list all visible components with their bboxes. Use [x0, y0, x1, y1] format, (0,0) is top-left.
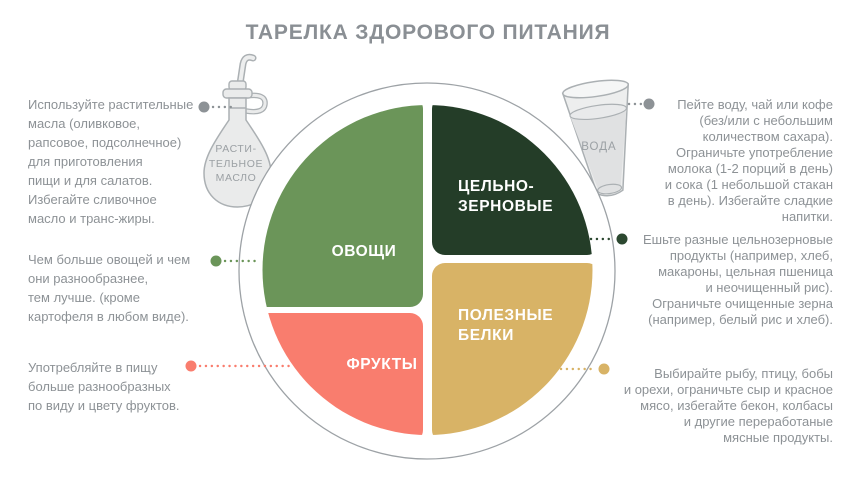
- fruits-label: ФРУКТЫ: [346, 356, 418, 373]
- vegetables-note: Чем больше овощей и чем они разнообразне…: [28, 252, 191, 324]
- water-note: Пейте воду, чай или кофе (без/или с небо…: [664, 97, 833, 224]
- water-dot: [643, 98, 655, 110]
- oil-dot: [198, 101, 210, 113]
- connector-lines: [198, 102, 643, 371]
- oil-bottle-label: РАСТИ- ТЕЛЬНОЕ МАСЛО: [208, 143, 264, 184]
- proteins-dot: [598, 363, 610, 375]
- oil-note: Используйте растительные масла (оливково…: [28, 97, 194, 226]
- vegetables-dot: [210, 255, 222, 267]
- proteins-note: Выбирайте рыбу, птицу, бобы и орехи, огр…: [623, 366, 833, 445]
- whole-grains-note: Ешьте разные цельнозерновые продукты (на…: [642, 232, 833, 327]
- oil-bottle-icon: [203, 53, 272, 208]
- page-title: ТАРЕЛКА ЗДОРОВОГО ПИТАНИЯ: [245, 21, 611, 44]
- vegetables-label: ОВОЩИ: [331, 243, 397, 260]
- whole-grains-label: ЦЕЛЬНО- ЗЕРНОВЫЕ: [458, 178, 554, 215]
- fruits-dot: [185, 360, 197, 372]
- proteins-label: ПОЛЕЗНЫЕ БЕЛКИ: [458, 307, 554, 344]
- fruits-note: Употребляйте в пищу больше разнообразных…: [28, 360, 180, 413]
- grains-dot: [616, 233, 628, 245]
- water-glass-label: ВОДА: [581, 141, 617, 153]
